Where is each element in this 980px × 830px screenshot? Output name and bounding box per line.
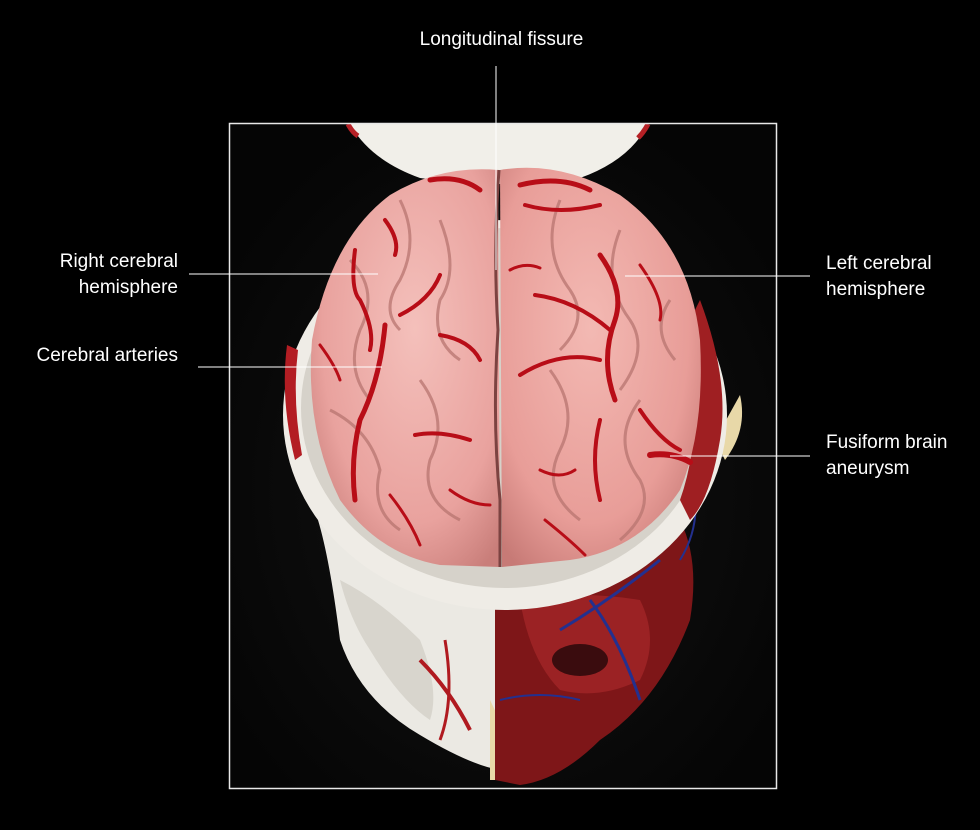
label-text-line-1: Fusiform brain — [826, 432, 948, 453]
label-left-cerebral-hemisphere: Left cerebral hemisphere — [826, 251, 932, 303]
label-text-line-2: hemisphere — [78, 277, 178, 298]
label-text-line-2: aneurysm — [826, 458, 910, 479]
label-text-line-2: hemisphere — [826, 279, 926, 300]
label-fusiform-brain-aneurysm: Fusiform brain aneurysm — [826, 430, 947, 482]
callout-lines — [189, 66, 810, 457]
label-text: Cerebral arteries — [36, 345, 179, 366]
skull-cap — [350, 124, 648, 184]
label-right-cerebral-hemisphere: Right cerebral hemisphere — [60, 249, 178, 301]
aneurysm-vessel — [647, 451, 693, 465]
label-text: Longitudinal fissure — [419, 29, 584, 50]
left-hemisphere — [500, 167, 701, 567]
label-text-line-1: Right cerebral — [59, 251, 178, 272]
cerebral-arteries — [318, 176, 693, 557]
label-text-line-1: Left cerebral — [826, 253, 932, 274]
brain — [310, 167, 701, 568]
label-cerebral-arteries: Cerebral arteries — [37, 343, 179, 369]
label-longitudinal-fissure: Longitudinal fissure — [0, 27, 980, 53]
